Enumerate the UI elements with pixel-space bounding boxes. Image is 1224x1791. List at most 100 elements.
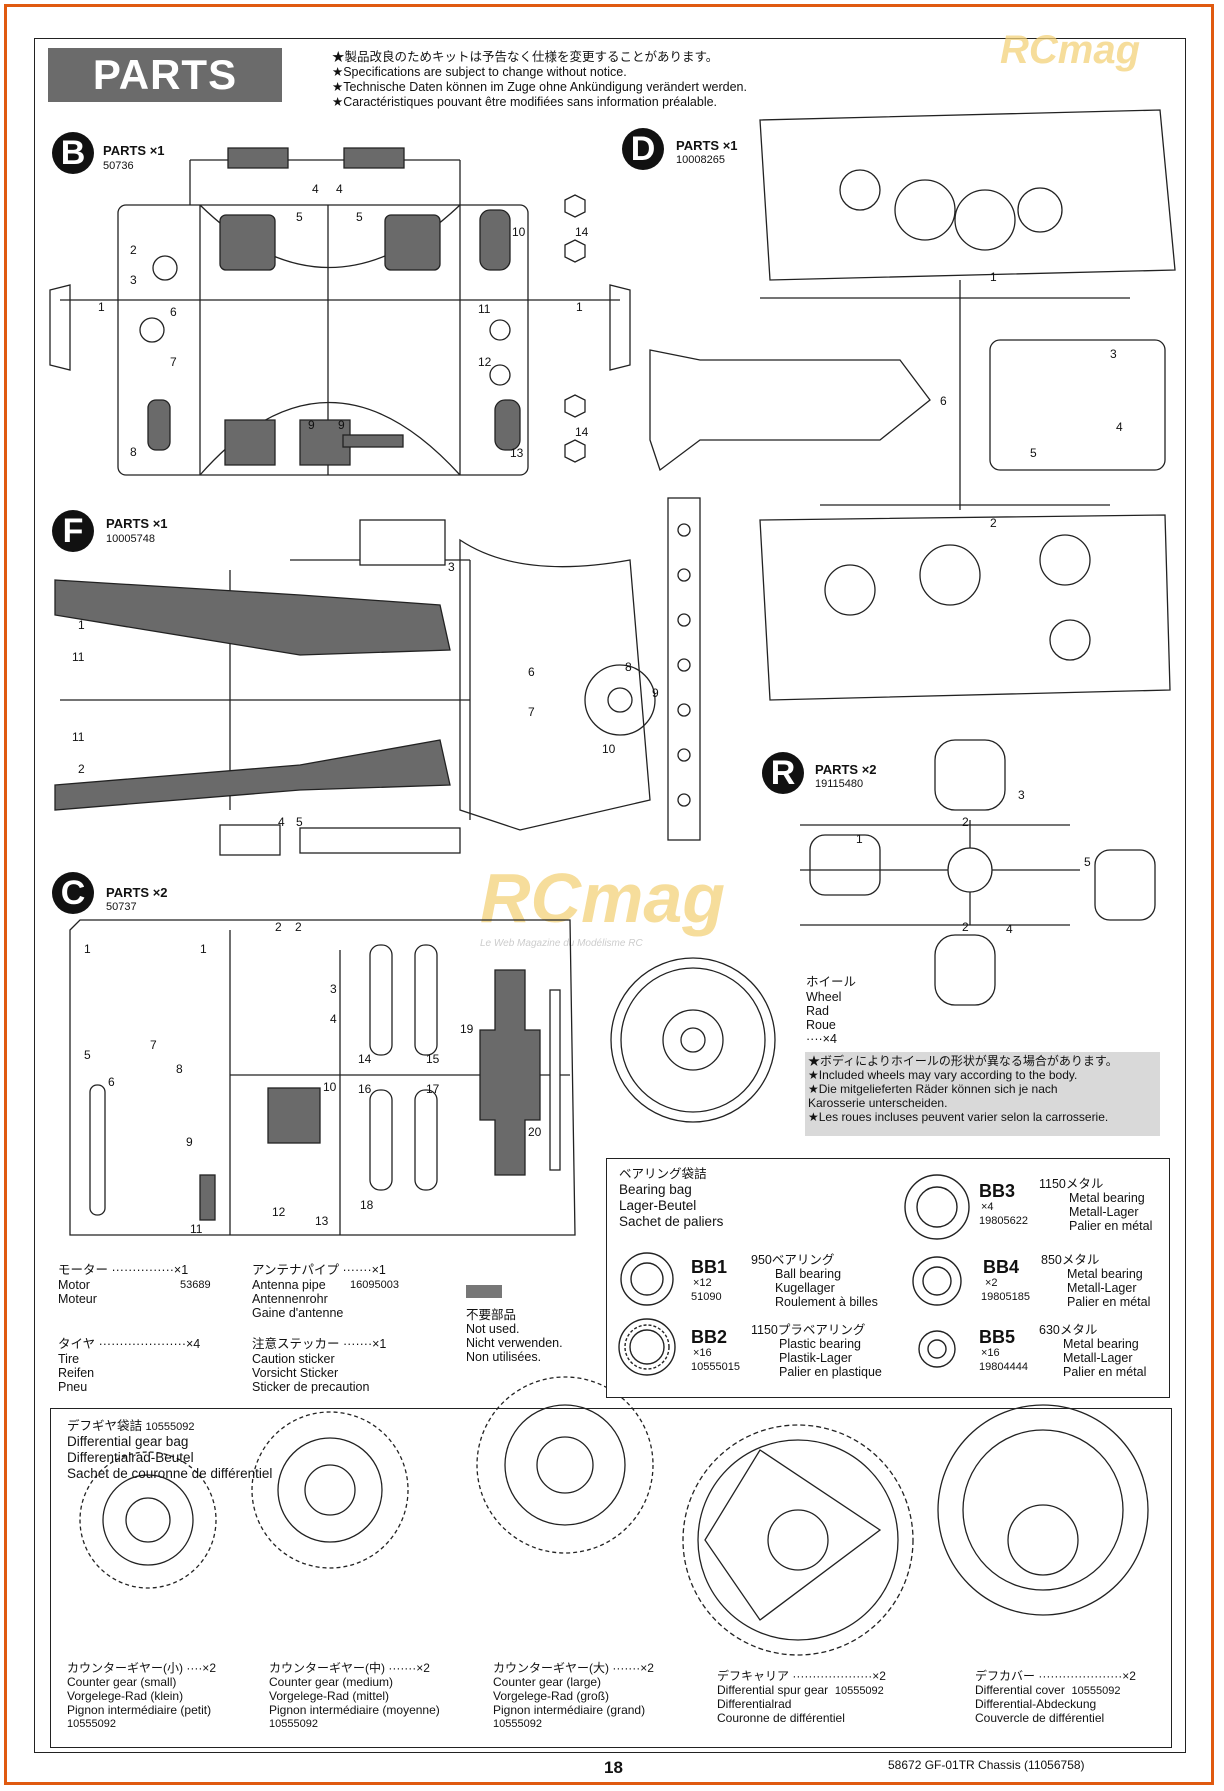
page-border bbox=[4, 4, 1214, 1785]
unused-de: Nicht verwenden. bbox=[466, 1336, 563, 1350]
counter-gear-medium-jp: カウンターギヤー(中) ·······×2 bbox=[269, 1661, 430, 1675]
wheel-label-fr: Roue bbox=[806, 1018, 836, 1032]
bb3-jp: 1150メタル bbox=[1039, 1177, 1104, 1191]
tree-f-label: 8 bbox=[625, 660, 632, 674]
bb2-code: BB2 bbox=[691, 1327, 728, 1347]
unused-swatch bbox=[466, 1285, 502, 1298]
diff-spur-gear-fr: Couronne de différentiel bbox=[717, 1711, 845, 1725]
tree-r-label: 1 bbox=[856, 832, 863, 846]
tree-r-badge: R bbox=[762, 752, 804, 794]
bb4-de: Metall-Lager bbox=[1067, 1281, 1137, 1295]
wheel-label-en: Wheel bbox=[806, 990, 842, 1004]
diff-spur-gear-jp: デフキャリア ····················×2 bbox=[717, 1669, 886, 1683]
notice-fr: ★Caractéristiques pouvant être modifiées… bbox=[332, 95, 718, 109]
counter-gear-medium-en: Counter gear (medium) bbox=[269, 1675, 394, 1689]
wheel-label-de: Rad bbox=[806, 1004, 829, 1018]
tree-c-label: 1 bbox=[84, 942, 91, 956]
tree-c-label: 20 bbox=[528, 1125, 542, 1139]
bb4-fr: Palier en métal bbox=[1067, 1295, 1151, 1309]
counter-gear-medium-de: Vorgelege-Rad (mittel) bbox=[269, 1689, 390, 1703]
tree-r-label: 2 bbox=[962, 920, 969, 934]
watermark-logo-top: RCmag bbox=[1000, 28, 1141, 72]
tire-en: Tire bbox=[58, 1352, 80, 1366]
motor-num: 53689 bbox=[180, 1279, 211, 1291]
bb1-fr: Roulement à billes bbox=[775, 1295, 878, 1309]
tree-c-label: 8 bbox=[176, 1062, 183, 1076]
tree-c-label: 14 bbox=[358, 1052, 372, 1066]
tree-b-label: 13 bbox=[510, 446, 524, 460]
tree-f-label: 11 bbox=[72, 730, 85, 744]
bb2-fr: Palier en plastique bbox=[779, 1365, 882, 1379]
tree-r-label: 5 bbox=[1084, 855, 1091, 869]
tree-c-label: 6 bbox=[108, 1075, 115, 1089]
antenna-jp: アンテナパイプ ·······×1 bbox=[252, 1263, 386, 1277]
wheel-note-fr: ★Les roues incluses peuvent varier selon… bbox=[808, 1110, 1109, 1124]
bb4-code: BB4 bbox=[983, 1257, 1020, 1277]
tree-c-label: 2 bbox=[275, 920, 282, 934]
wheel-drawing bbox=[610, 957, 776, 1123]
counter-gear-small-jp: カウンターギヤー(小) ····×2 bbox=[67, 1661, 216, 1675]
wheel-note-en: ★Included wheels may vary according to t… bbox=[808, 1068, 1078, 1082]
tree-b-label: 12 bbox=[478, 355, 492, 369]
bb2-jp: 1150プラベアリング bbox=[751, 1323, 866, 1337]
bb1-code: BB1 bbox=[691, 1257, 728, 1277]
bb1-num: 51090 bbox=[691, 1291, 722, 1303]
tree-c-label: 13 bbox=[315, 1214, 329, 1228]
bb5-code: BB5 bbox=[979, 1327, 1016, 1347]
notice-jp: ★製品改良のためキットは予告なく仕様を変更することがあります。 bbox=[332, 50, 719, 64]
motor-fr: Moteur bbox=[58, 1292, 97, 1306]
diff-gear-drawings bbox=[79, 1376, 1149, 1656]
tree-c-label: 18 bbox=[360, 1198, 374, 1212]
tree-r-label: 4 bbox=[1006, 922, 1013, 936]
tree-b-label: 2 bbox=[130, 243, 137, 257]
diff-gear-bag-box: デフギヤ袋詰 10555092 Differential gear bag Di… bbox=[50, 1408, 1172, 1748]
tree-b-label: 11 bbox=[478, 302, 491, 316]
tree-c-label: 1 bbox=[200, 942, 207, 956]
counter-gear-large-num: 10555092 bbox=[493, 1718, 542, 1730]
tree-c-label: 3 bbox=[330, 982, 337, 996]
tree-b-label: 9 bbox=[338, 418, 345, 432]
tree-d-code: 10008265 bbox=[676, 154, 725, 166]
sticker-jp: 注意ステッカー ·······×1 bbox=[252, 1337, 387, 1351]
counter-gear-large-en: Counter gear (large) bbox=[493, 1675, 602, 1689]
tree-c-label: 12 bbox=[272, 1205, 286, 1219]
unused-jp: 不要部品 bbox=[466, 1308, 517, 1322]
bb3-en: Metal bearing bbox=[1069, 1191, 1145, 1205]
bb4-num: 19805185 bbox=[981, 1291, 1030, 1303]
bb3-num: 19805622 bbox=[979, 1215, 1028, 1227]
unused-en: Not used. bbox=[466, 1322, 520, 1336]
tree-f-label: 2 bbox=[78, 762, 85, 776]
tree-b-label: 3 bbox=[130, 273, 137, 287]
tree-b-title: PARTS ×1 bbox=[103, 143, 165, 158]
bearing-bag-box: ベアリング袋詰 Bearing bag Lager-Beutel Sachet … bbox=[606, 1158, 1170, 1398]
tree-b-label: 14 bbox=[575, 425, 589, 439]
bearing-bag-de: Lager-Beutel bbox=[619, 1198, 697, 1213]
tree-d-label: 5 bbox=[1030, 446, 1037, 460]
bb2-en: Plastic bearing bbox=[779, 1337, 861, 1351]
counter-gear-medium-num: 10555092 bbox=[269, 1718, 318, 1730]
tree-d-badge: D bbox=[622, 128, 664, 170]
tree-f-label: 7 bbox=[528, 705, 535, 719]
bb3-qty: ×4 bbox=[981, 1201, 994, 1213]
tree-b-label: 4 bbox=[336, 182, 343, 196]
tree-b-label: 10 bbox=[512, 225, 526, 239]
counter-gear-small-num: 10555092 bbox=[67, 1718, 116, 1730]
bb5-qty: ×16 bbox=[981, 1347, 1000, 1359]
tree-b-label: 14 bbox=[575, 225, 589, 239]
diff-spur-gear-de: Differentialrad bbox=[717, 1697, 792, 1711]
bb4-jp: 850メタル bbox=[1041, 1253, 1100, 1267]
antenna-fr: Gaine d'antenne bbox=[252, 1306, 344, 1320]
tree-b-label: 6 bbox=[170, 305, 177, 319]
notice-de: ★Technische Daten können im Zuge ohne An… bbox=[332, 80, 747, 94]
tree-f-label: 1 bbox=[78, 618, 85, 632]
bearing-drawings bbox=[618, 1174, 970, 1376]
diff-spur-gear-en: Differential spur gear 10555092 bbox=[717, 1683, 884, 1697]
tree-f-label: 10 bbox=[602, 742, 616, 756]
diff-cover-jp: デフカバー ·····················×2 bbox=[975, 1669, 1136, 1683]
bb2-qty: ×16 bbox=[693, 1347, 712, 1359]
counter-gear-small-fr: Pignon intermédiaire (petit) bbox=[67, 1703, 212, 1717]
tree-f-label: 11 bbox=[72, 650, 85, 664]
tree-c-label: 15 bbox=[426, 1052, 440, 1066]
